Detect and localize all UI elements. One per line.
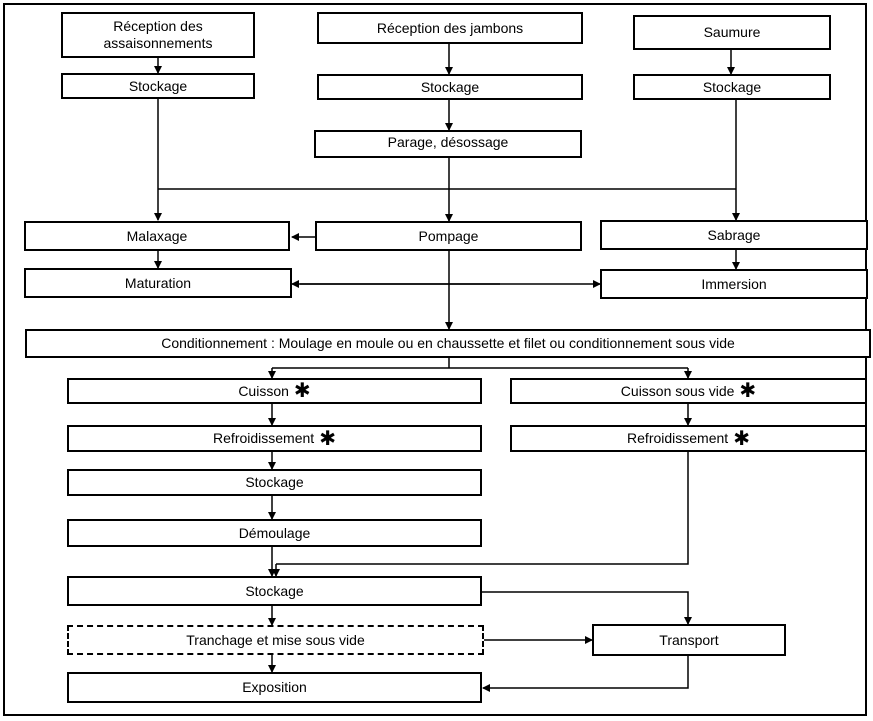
node-label: Sabrage: [707, 226, 761, 243]
node-label: Malaxage: [126, 227, 188, 244]
node-label: Conditionnement : Moulage en moule ou en…: [161, 335, 735, 351]
diagram-frame: [3, 3, 867, 716]
node-cuisson: Cuisson ✱: [67, 378, 482, 404]
node-parage-desossage: Parage, désossage: [314, 130, 582, 158]
node-stockage-final: Stockage: [67, 576, 482, 606]
critical-point-star-icon: ✱: [319, 427, 336, 450]
node-label: Tranchage et mise sous vide: [186, 631, 365, 648]
node-stockage-saumure: Stockage: [633, 74, 831, 100]
node-stockage-assaisonnements: Stockage: [61, 73, 255, 99]
critical-point-star-icon: ✱: [293, 380, 311, 402]
node-sabrage: Sabrage: [600, 220, 868, 250]
node-exposition: Exposition: [67, 672, 482, 703]
node-refroidissement-1: Refroidissement ✱: [67, 425, 482, 452]
node-label: Transport: [659, 631, 719, 648]
node-label: Refroidissement: [627, 430, 729, 446]
node-label: Réception des jambons: [376, 19, 524, 36]
node-stockage-jambons: Stockage: [317, 74, 583, 100]
node-label: Cuisson: [238, 382, 289, 399]
node-refroidissement-2: Refroidissement ✱: [510, 425, 867, 452]
node-maturation: Maturation: [24, 268, 292, 298]
node-label: Stockage: [702, 78, 762, 95]
node-label: Exposition: [242, 679, 307, 695]
node-malaxage: Malaxage: [24, 221, 290, 251]
node-label: Stockage: [128, 77, 188, 94]
node-label: Stockage: [420, 78, 480, 95]
node-label: Réception des assaisonnements: [103, 18, 213, 51]
node-transport: Transport: [592, 624, 786, 656]
node-reception-assaisonnements: Réception des assaisonnements: [61, 12, 255, 58]
node-conditionnement: Conditionnement : Moulage en moule ou en…: [25, 329, 871, 358]
node-immersion: Immersion: [600, 269, 868, 299]
node-saumure: Saumure: [633, 15, 831, 50]
node-label: Démoulage: [238, 524, 311, 541]
critical-point-star-icon: ✱: [733, 427, 750, 450]
node-cuisson-sous-vide: Cuisson sous vide ✱: [510, 378, 867, 404]
node-pompage: Pompage: [315, 221, 582, 251]
node-stockage-cuit: Stockage: [67, 469, 482, 496]
node-label: Pompage: [418, 227, 479, 244]
critical-point-star-icon: ✱: [739, 380, 757, 402]
node-reception-jambons: Réception des jambons: [317, 12, 583, 44]
node-label: Refroidissement: [213, 430, 315, 446]
node-label: Saumure: [703, 24, 761, 40]
node-label: Parage, désossage: [387, 134, 509, 150]
node-demoulage: Démoulage: [67, 519, 482, 547]
node-label: Cuisson sous vide: [620, 382, 735, 399]
node-label: Stockage: [245, 582, 304, 599]
node-label: Immersion: [701, 275, 767, 292]
node-label: Maturation: [124, 274, 192, 291]
node-label: Stockage: [245, 474, 304, 490]
node-tranchage: Tranchage et mise sous vide: [67, 625, 484, 655]
